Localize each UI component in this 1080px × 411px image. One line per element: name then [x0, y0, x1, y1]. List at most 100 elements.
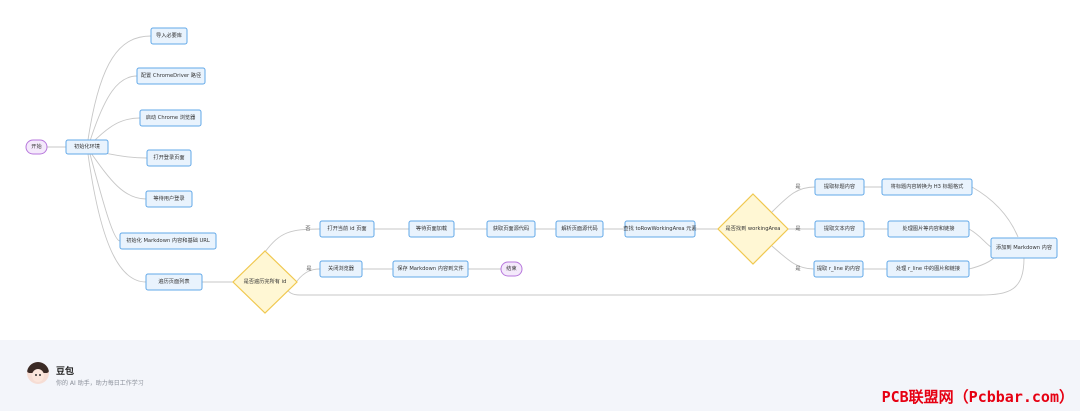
node-find-class-label: 查找 toRowWorkingArea 元素 [623, 224, 696, 232]
node-config-driver: 配置 ChromeDriver 路径 [136, 67, 206, 85]
node-extract-links-label: 提取 r_line 的内容 [817, 264, 860, 272]
node-has-ids-shape [232, 250, 298, 314]
node-handle-links: 处理 r_line 中的图片和链接 [886, 260, 970, 278]
node-start-label: 开始 [31, 142, 42, 150]
flowchart-diagram: 否 是 是 是 是 开始 初始化环境 导入必要库 配置 ChromeDriver… [25, 27, 1058, 314]
edge-label-yes: 是 [795, 265, 800, 272]
node-wait-login-label: 等待用户登录 [153, 194, 184, 202]
node-parse-source-label: 解析页面源代码 [561, 224, 597, 232]
node-launch-chrome-shape [139, 109, 202, 127]
node-wait-load: 等待页面加载 [408, 220, 455, 238]
node-has-wa-shape [717, 193, 789, 265]
node-convert-title-shape [881, 178, 973, 196]
node-end: 结束 [500, 261, 523, 277]
node-wait-load-shape [408, 220, 455, 238]
node-has-wa: 是否找到 workingArea [717, 193, 789, 265]
node-convert-title-label: 将标题内容转换为 H3 标题格式 [891, 182, 965, 190]
edge-hasids-close [296, 268, 321, 282]
node-append-md: 添加到 Markdown 内容 [990, 237, 1058, 259]
edge-append-loopback [286, 257, 1025, 296]
node-wait-load-label: 等待页面加载 [416, 224, 447, 232]
edges [47, 35, 1025, 296]
avatar [27, 362, 49, 384]
node-handle-text: 处理图片等内容和链接 [887, 220, 970, 238]
edge-haswa-links [771, 245, 815, 270]
edge-init-config [89, 75, 138, 142]
node-handle-text-label: 处理图片等内容和链接 [903, 224, 955, 232]
node-import-libs-label: 导入必要库 [156, 31, 182, 39]
node-find-class: 查找 toRowWorkingArea 元素 [623, 220, 697, 238]
edge-init-loop [87, 153, 147, 283]
edge-init-urls [89, 153, 121, 242]
author-footer: 豆包 你的 AI 助手，助力每日工作学习 [0, 340, 1080, 411]
edge-convert-append [971, 186, 1019, 238]
end-pill-shape [500, 261, 523, 277]
start-pill-shape [25, 139, 48, 155]
node-open-id-page: 打开当前 id 页面 [319, 220, 375, 238]
node-has-ids: 是否遍历完所有 id [232, 250, 298, 314]
node-save-md-label: 保存 Markdown 内容到文件 [397, 264, 463, 272]
node-has-wa-label: 是否找到 workingArea [726, 224, 781, 232]
node-import-libs: 导入必要库 [150, 27, 188, 45]
edge-label-no: 否 [305, 225, 310, 232]
node-close-browser: 关闭浏览器 [319, 260, 363, 278]
edge-init-wait [90, 152, 147, 200]
node-handle-links-label: 处理 r_line 中的图片和链接 [896, 264, 960, 272]
node-start: 开始 [25, 139, 48, 155]
edge-label-yes: 是 [795, 183, 800, 190]
node-extract-text-label: 提取文本内容 [824, 224, 855, 232]
node-launch-chrome: 启动 Chrome 浏览器 [139, 109, 202, 127]
node-config-driver-label: 配置 ChromeDriver 路径 [141, 71, 201, 79]
node-parse-source-shape [555, 220, 604, 238]
node-extract-title-shape [814, 178, 865, 196]
node-open-login-shape [146, 149, 192, 167]
node-handle-links-shape [886, 260, 970, 278]
edge-handletext-append [968, 228, 992, 248]
node-get-source: 获取页面源代码 [486, 220, 536, 238]
node-init-urls: 初始化 Markdown 内容和基础 URL [119, 232, 217, 250]
avatar-eye-right [39, 374, 41, 376]
node-loop-pages-shape [145, 273, 203, 291]
node-loop-pages: 遍历页面列表 [145, 273, 203, 291]
node-find-class-shape [624, 220, 696, 238]
node-open-id-page-shape [319, 220, 375, 238]
edge-init-import [87, 35, 152, 141]
author-name: 豆包 [56, 367, 75, 377]
node-extract-title-label: 提取标题内容 [824, 182, 855, 190]
node-init-env-shape [65, 139, 109, 155]
edge-init-launch [91, 117, 141, 144]
node-import-libs-shape [150, 27, 188, 45]
node-init-env: 初始化环境 [65, 139, 109, 155]
node-loop-pages-label: 遍历页面列表 [158, 277, 190, 285]
node-open-login: 打开登录页面 [146, 149, 192, 167]
node-init-env-label: 初始化环境 [74, 142, 100, 150]
edge-label-yes: 是 [306, 265, 311, 272]
node-extract-title: 提取标题内容 [814, 178, 865, 196]
node-extract-links: 提取 r_line 的内容 [813, 260, 864, 278]
edge-label-yes: 是 [795, 225, 800, 232]
edge-hasids-open [264, 228, 321, 253]
node-get-source-label: 获取页面源代码 [493, 224, 529, 232]
node-append-md-shape [990, 237, 1058, 259]
node-has-ids-label: 是否遍历完所有 id [244, 277, 287, 285]
edge-labels: 否 是 是 是 是 [305, 183, 800, 272]
node-extract-text-shape [814, 220, 865, 238]
author-description: 你的 AI 助手，助力每日工作学习 [56, 380, 144, 387]
node-open-login-label: 打开登录页面 [153, 153, 184, 161]
avatar-eye-left [35, 374, 37, 376]
node-extract-links-shape [813, 260, 864, 278]
node-parse-source: 解析页面源代码 [555, 220, 604, 238]
node-get-source-shape [486, 220, 536, 238]
edge-haswa-title [771, 186, 816, 213]
avatar-hair [27, 362, 49, 373]
node-wait-login: 等待用户登录 [145, 190, 193, 208]
node-config-driver-shape [136, 67, 206, 85]
node-save-md: 保存 Markdown 内容到文件 [392, 260, 469, 278]
node-close-browser-shape [319, 260, 363, 278]
edge-handlelinks-append [968, 256, 996, 270]
node-extract-text: 提取文本内容 [814, 220, 865, 238]
node-handle-text-shape [887, 220, 970, 238]
node-save-md-shape [392, 260, 469, 278]
node-open-id-page-label: 打开当前 id 页面 [327, 224, 366, 232]
